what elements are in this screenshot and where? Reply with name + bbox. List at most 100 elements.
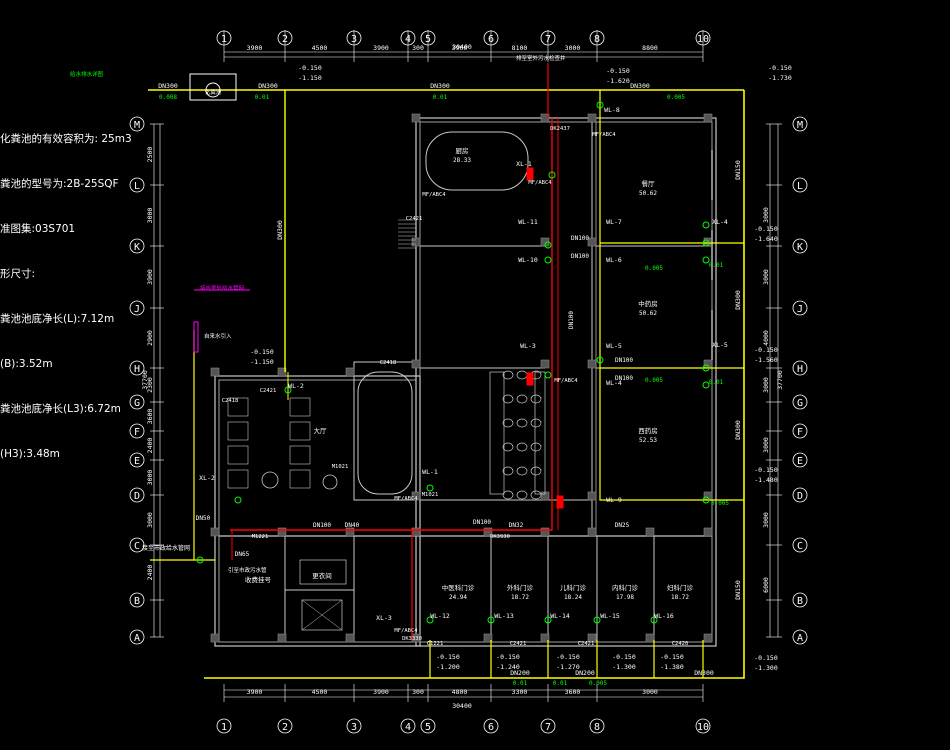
riser-marker xyxy=(284,386,292,394)
dim-text: 3000 xyxy=(762,207,770,223)
riser-marker xyxy=(548,171,556,179)
dim-text: 3000 xyxy=(146,512,154,528)
note-line: 粪池池底净长(L):7.12m xyxy=(0,313,115,325)
chair xyxy=(502,370,514,380)
chair xyxy=(516,370,528,380)
column xyxy=(703,113,713,123)
outer-wall-west-inner xyxy=(218,379,417,643)
slope-text: 0.01 xyxy=(709,262,724,269)
dim-text: 4500 xyxy=(312,688,328,696)
axis-letter: B xyxy=(797,596,803,607)
axis-letter: J xyxy=(797,304,803,315)
riser-label: WL-6 xyxy=(606,256,622,264)
slope-text: 0.005 xyxy=(645,265,663,272)
dim-text: 8800 xyxy=(642,44,658,52)
level-mark: -0.150 xyxy=(606,67,630,75)
axis-bubble xyxy=(129,487,145,503)
riser-label: XL-2 xyxy=(199,474,215,482)
dim-text: 6000 xyxy=(762,577,770,593)
axis-number: 3 xyxy=(351,722,357,733)
riser-label: WL-13 xyxy=(494,612,514,620)
chair xyxy=(530,490,542,500)
riser-marker xyxy=(593,616,601,624)
note-line: 粪池的型号为:2B-25SQF xyxy=(0,178,119,190)
dim-total: 37700 xyxy=(776,370,784,390)
dimension-lines xyxy=(150,45,782,702)
slope-text: 0.01 xyxy=(433,94,448,101)
room-area: 18.24 xyxy=(564,594,582,601)
axis-bubble xyxy=(129,238,145,254)
riser-marker xyxy=(544,241,552,249)
dim-text: 3900 xyxy=(452,44,468,52)
fire-cabinet xyxy=(556,495,564,509)
note-line: (H3):3.48m xyxy=(0,448,60,460)
axis-bubble xyxy=(216,30,232,46)
axis-bubble xyxy=(792,300,808,316)
riser-marker xyxy=(426,484,434,492)
chair xyxy=(502,394,514,404)
dim-text: 3000 xyxy=(762,377,770,393)
dim-text: 3000 xyxy=(146,208,154,224)
axis-bubble xyxy=(129,537,145,553)
note-line: 化粪池的有效容积为: 25m3 xyxy=(0,133,132,145)
chair xyxy=(530,466,542,476)
outer-wall-west xyxy=(214,375,421,647)
pipe-size: DN300 xyxy=(430,82,450,90)
toilet-stall xyxy=(289,469,311,489)
code-label: C2421 xyxy=(260,388,277,394)
pipe-size: DN300 xyxy=(258,82,278,90)
code-label: M1021 xyxy=(422,492,439,498)
fire-cabinet xyxy=(526,372,534,386)
column xyxy=(703,527,713,537)
axis-bubble xyxy=(346,718,362,734)
riser-marker xyxy=(544,616,552,624)
tag-label: MF/ABC4 xyxy=(394,628,418,634)
slope-text: 0.005 xyxy=(711,500,729,507)
column xyxy=(345,633,355,643)
axis-bubble xyxy=(129,116,145,132)
level-mark: -1.380 xyxy=(660,663,684,671)
level-mark: -1.240 xyxy=(496,663,520,671)
column xyxy=(703,633,713,643)
furniture xyxy=(227,131,546,631)
riser-label: WL-9 xyxy=(606,496,622,504)
axis-letter: F xyxy=(134,427,140,438)
note-line: (B):3.52m xyxy=(0,358,53,370)
pipe-size: DN25 xyxy=(615,522,630,529)
toilet-stall xyxy=(227,421,249,441)
riser-label: WL-16 xyxy=(654,612,674,620)
riser-marker xyxy=(702,381,710,389)
axis-bubble xyxy=(792,360,808,376)
note-label: 引至市政污水管 xyxy=(228,566,267,574)
pipe-size: DN300 xyxy=(276,220,284,240)
axis-bubble xyxy=(695,718,711,734)
chair xyxy=(516,442,528,452)
riser-label: XL-4 xyxy=(712,218,728,226)
column xyxy=(411,359,421,369)
axis-number: 1 xyxy=(221,34,227,45)
note-label: 排至室外污水检查井 xyxy=(516,54,566,62)
axis-bubble xyxy=(129,394,145,410)
tank-label: 化粪池 xyxy=(205,88,222,96)
level-mark: -0.150 xyxy=(612,653,636,661)
level-mark: -1.480 xyxy=(754,476,778,484)
fire-main xyxy=(230,118,553,531)
riser-label: WL-10 xyxy=(518,256,538,264)
column xyxy=(540,359,550,369)
riser-marker xyxy=(702,221,710,229)
tag-label: MF/ABC4 xyxy=(554,378,578,384)
axis-bubble xyxy=(589,718,605,734)
slope-text: 0.008 xyxy=(159,94,177,101)
room-name: 内科门诊 xyxy=(612,583,639,592)
pipe-size: DN300 xyxy=(734,420,742,440)
axis-number: 2 xyxy=(282,722,288,733)
room-area: 17.98 xyxy=(616,594,634,601)
pipe-size: DN100 xyxy=(615,375,633,382)
supply-main-east xyxy=(204,90,745,679)
riser-label: WL-8 xyxy=(604,106,620,114)
axis-bubble xyxy=(129,592,145,608)
dim-text: 300 xyxy=(412,688,424,696)
note-line: 准图集:03S701 xyxy=(0,223,76,235)
dim-text: 3900 xyxy=(373,44,389,52)
pipe-size: DN300 xyxy=(630,82,650,90)
